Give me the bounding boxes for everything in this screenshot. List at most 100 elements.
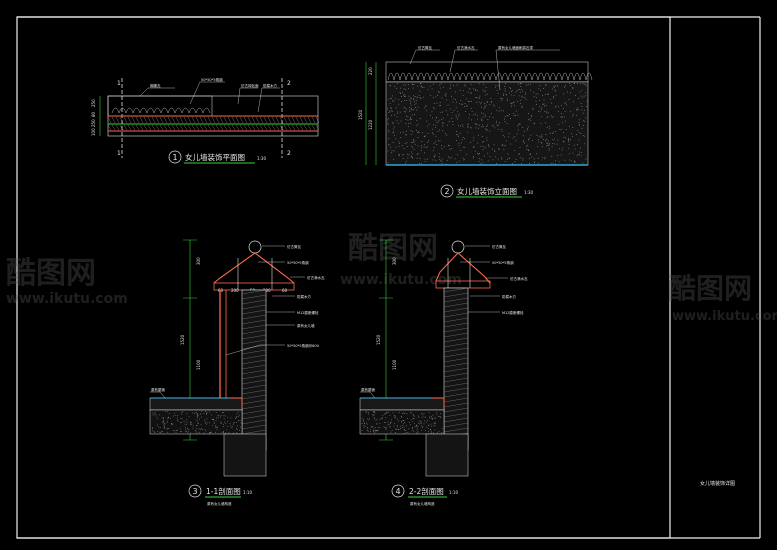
elev-stone-dot <box>455 116 457 118</box>
plan-hatch-line <box>195 124 200 131</box>
elev-stone-dot <box>510 118 511 119</box>
elev-stone-dot <box>438 129 440 131</box>
sec1-subtitle: 原有女儿墙构造 <box>207 501 232 506</box>
elev-stone-dot <box>540 122 542 124</box>
elev-stone-dot <box>549 132 551 134</box>
elev-stone-dot <box>549 143 550 145</box>
elev-stone-dot <box>458 142 460 144</box>
elev-view-number: 2 <box>444 187 449 196</box>
sec2-slab-dot <box>373 412 375 413</box>
elev-stone-dot <box>420 118 421 119</box>
elev-stone-dot <box>563 108 564 109</box>
elev-stone-dot <box>438 156 440 158</box>
elev-stone-dot <box>394 114 395 116</box>
elev-stone-dot <box>501 128 503 130</box>
sec1-note-4: 防腐木方 <box>297 294 311 299</box>
section-2-view: 300 1100 1520 仿古筒瓦 50*50*5角钢 仿古滴水瓦 防腐木方 … <box>359 239 528 506</box>
elev-tile-arc <box>453 72 461 81</box>
plan-tile-arc <box>174 107 183 114</box>
plan-hatch-line <box>223 124 228 131</box>
sec2-slab-dot <box>393 425 395 427</box>
elev-stone-dot <box>580 147 581 149</box>
elev-stone-dot <box>579 91 581 93</box>
sec1-slab-dot <box>185 426 186 428</box>
sec1-slab-dot <box>201 416 202 418</box>
elev-stone-dot <box>449 157 451 159</box>
elev-stone-dot <box>418 132 420 133</box>
sec2-view-title: 2-2剖面图 <box>409 486 444 496</box>
elev-stone-dot <box>482 112 484 114</box>
sec1-slab-dot <box>223 432 224 433</box>
plan-hatch-line <box>111 116 116 124</box>
elev-stone-dot <box>533 91 534 93</box>
sec2-slab-dot <box>421 416 423 418</box>
elev-stone-dot <box>498 148 500 150</box>
sec2-slab-dot <box>433 432 434 434</box>
plan-hatch-line <box>287 124 292 131</box>
elev-stone-dot <box>419 97 421 98</box>
elev-stone-dot <box>413 99 415 100</box>
elev-stone-dot <box>388 123 389 125</box>
plan-tile-arc <box>160 107 169 114</box>
elev-stone-dot <box>488 144 489 146</box>
elev-stone-dot <box>407 126 409 127</box>
sec1-slab-dot <box>185 431 187 432</box>
elev-stone-dot <box>486 102 488 103</box>
sec1-slab-dot <box>191 424 193 425</box>
elev-stone-dot <box>420 86 422 87</box>
sec2-slab-dot <box>407 432 409 434</box>
sec2-slab-dot <box>377 429 378 431</box>
sec2-slab-dot <box>404 429 405 431</box>
elev-tile-arc <box>459 72 467 81</box>
elev-stone-dot <box>547 140 549 142</box>
elev-stone-dot <box>392 100 394 101</box>
plan-hatch-line <box>303 124 308 131</box>
plan-hatch-line <box>315 116 320 124</box>
elev-stone-dot <box>471 119 472 121</box>
elev-stone-dot <box>552 133 553 134</box>
sec2-slab-dot <box>398 412 400 413</box>
elev-stone-dot <box>439 84 441 86</box>
elev-stone-dot <box>477 142 479 144</box>
plan-hatch-line <box>275 124 280 131</box>
elev-stone-dot <box>497 124 499 126</box>
elev-tile-arc <box>585 72 593 81</box>
elev-stone-dot <box>503 110 504 112</box>
elev-stone-dot <box>581 127 583 129</box>
elev-stone-dot <box>582 162 584 164</box>
sec1-slab-dot <box>187 428 188 430</box>
elev-stone-dot <box>406 108 407 110</box>
sec2-wall-hatch-line <box>443 302 469 308</box>
elev-stone-dot <box>432 117 433 119</box>
elev-stone-dot <box>387 119 388 121</box>
sec2-slab-dot <box>396 426 398 428</box>
elev-stone-dot <box>540 136 542 138</box>
elev-stone-dot <box>517 83 519 85</box>
sec2-slab-dot <box>388 412 390 413</box>
plan-hatch-line <box>243 116 248 124</box>
elev-tile-arc <box>435 72 443 81</box>
sec1-leader-8 <box>150 391 166 399</box>
plan-tile-arc <box>111 107 120 114</box>
elev-stone-dot <box>406 142 408 144</box>
elev-stone-dot <box>425 146 427 148</box>
elev-stone-dot <box>436 122 438 123</box>
elev-stone-dot <box>518 95 520 97</box>
elev-stone-dot <box>403 84 405 86</box>
elev-stone-dot <box>524 142 525 144</box>
elev-stone-dot <box>568 139 570 141</box>
elev-stone-dot <box>436 116 437 118</box>
elev-stone-dot <box>503 93 504 95</box>
elev-stone-dot <box>404 94 406 96</box>
sec2-slab-dot <box>377 430 379 432</box>
elev-stone-dot <box>401 145 403 147</box>
elev-stone-dot <box>540 89 541 91</box>
elev-stone-dot <box>529 158 530 159</box>
sec1-slab-dot <box>185 428 186 430</box>
sec2-slab-dot <box>411 429 413 431</box>
elev-stone-dot <box>541 136 543 138</box>
sec1-wall-hatch-line <box>241 429 267 435</box>
sec1-slab-dot <box>187 431 189 432</box>
sec1-slab-dot <box>223 415 225 417</box>
elev-stone-dot <box>396 88 397 90</box>
